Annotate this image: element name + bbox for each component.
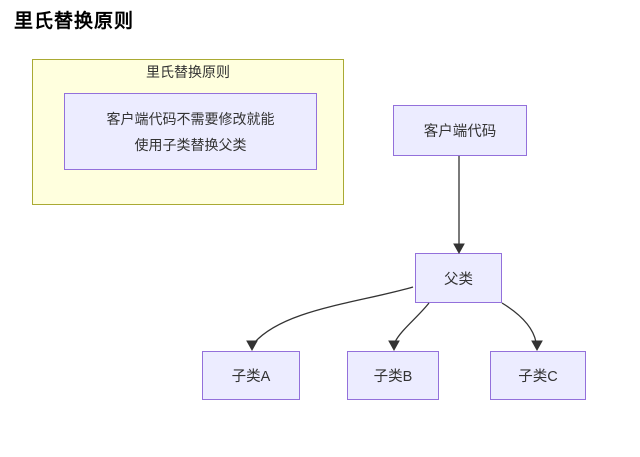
node-note-line1: 客户端代码不需要修改就能 [106,110,275,127]
arrowhead-parent-to-subclass-c [531,340,543,352]
node-subclass-b: 子类B [347,351,439,400]
node-note-line2: 使用子类替换父类 [134,136,247,153]
arrowhead-parent-to-subclass-b [388,340,400,352]
node-subclass-c-label: 子类C [518,369,558,385]
node-subclass-a-label: 子类A [231,369,271,385]
edge-parent-to-subclass-b [394,302,430,343]
node-parent-class-label: 父类 [444,271,473,288]
node-note: 客户端代码不需要修改就能 使用子类替换父类 [64,93,317,170]
cluster-label: 里氏替换原则 [146,64,230,80]
node-client-code-label: 客户端代码 [423,124,497,140]
page-title: 里氏替换原则 [14,11,135,32]
arrowhead-client-to-parent [453,243,465,255]
node-subclass-c: 子类C [490,351,586,400]
edge-parent-to-subclass-c [501,302,537,343]
node-client-code: 客户端代码 [393,105,527,156]
node-subclass-a: 子类A [202,351,300,400]
node-subclass-b-label: 子类B [373,369,413,385]
node-note-text: 客户端代码不需要修改就能 使用子类替换父类 [107,106,275,158]
node-parent-class: 父类 [415,253,502,303]
edge-parent-to-subclass-a [253,286,414,344]
arrowhead-parent-to-subclass-a [246,340,258,352]
